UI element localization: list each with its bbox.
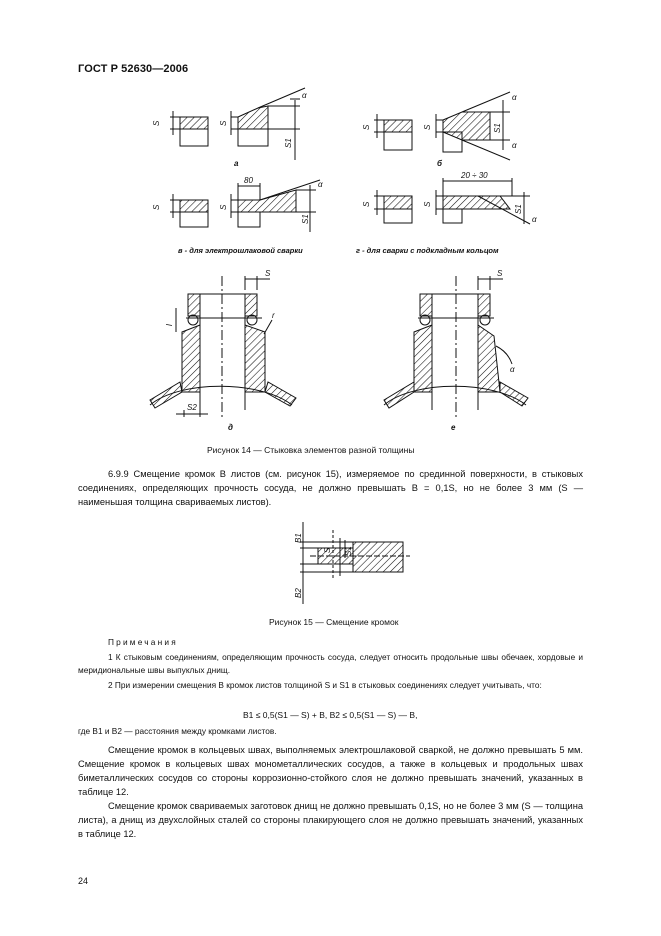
label-s-b: S bbox=[362, 124, 371, 130]
label-alpha-b1: α bbox=[512, 93, 517, 102]
section-6-9-9: 6.9.9 Смещение кромок B листов (см. рису… bbox=[78, 469, 583, 507]
label-s-a2: S bbox=[219, 120, 228, 126]
label-s-e: S bbox=[265, 269, 271, 278]
label-s-a: S bbox=[152, 120, 161, 126]
note-where: где B1 и B2 — расстояния между кромками … bbox=[78, 726, 277, 736]
note-2: 2 При измерении смещения B кромок листов… bbox=[108, 680, 542, 690]
label-r: r bbox=[272, 311, 275, 320]
note-formula: B1 ≤ 0,5(S1 — S) + B, B2 ≤ 0,5(S1 — S) —… bbox=[243, 710, 418, 720]
label-alpha-a: α bbox=[302, 91, 307, 100]
paragraph-2: Смещение кромок свариваемых заготовок дн… bbox=[78, 801, 583, 839]
technical-drawings: S S S1 α а S S S1 α α б bbox=[149, 87, 537, 604]
note-c: в - для электрошлаковой сварки bbox=[178, 246, 303, 255]
label-s1-15: S1 bbox=[344, 546, 353, 556]
label-b1: B1 bbox=[294, 533, 303, 543]
label-l: l bbox=[165, 324, 174, 326]
label-s1-d: S1 bbox=[514, 204, 523, 214]
document-header: ГОСТ Р 52630—2006 bbox=[78, 63, 189, 75]
label-s2-e: S2 bbox=[187, 403, 197, 412]
label-80: 80 bbox=[244, 176, 253, 185]
label-alpha-f: α bbox=[510, 365, 515, 374]
panel-label-b: б bbox=[437, 159, 443, 168]
figure14-panel-e bbox=[149, 276, 297, 420]
label-s1-c: S1 bbox=[301, 214, 310, 224]
note-d: г - для сварки с подкладным кольцом bbox=[356, 246, 499, 255]
label-b2: B2 bbox=[294, 588, 303, 598]
label-20-30: 20 ÷ 30 bbox=[460, 171, 488, 180]
figure14-panel-f bbox=[383, 276, 529, 420]
panel-label-e: д bbox=[228, 423, 233, 432]
label-alpha-c: α bbox=[318, 180, 323, 189]
figure14-caption: Рисунок 14 — Стыковка элементов разной т… bbox=[207, 445, 415, 455]
figure14-panel-a bbox=[170, 87, 306, 160]
paragraph-1: Смещение кромок в кольцевых швах, выполн… bbox=[78, 745, 583, 797]
figure15-drawing bbox=[300, 522, 410, 604]
label-alpha-b2: α bbox=[512, 141, 517, 150]
panel-label-a: а bbox=[234, 159, 239, 168]
label-s1-b: S1 bbox=[493, 123, 502, 133]
figure14-panel-b bbox=[374, 91, 511, 161]
label-s-c2: S bbox=[219, 204, 228, 210]
label-s-b2: S bbox=[423, 124, 432, 130]
label-alpha-d: α bbox=[532, 215, 537, 224]
label-s-f: S bbox=[497, 269, 503, 278]
page-number: 24 bbox=[78, 876, 89, 886]
notes-title: Примечания bbox=[108, 637, 178, 647]
note-1: 1 К стыковым соединениям, определяющим п… bbox=[78, 652, 583, 675]
label-s-c: S bbox=[152, 204, 161, 210]
figure14-panel-c bbox=[170, 179, 321, 232]
figure14-panel-d bbox=[374, 178, 531, 225]
figure15-caption: Рисунок 15 — Смещение кромок bbox=[269, 617, 399, 627]
panel-label-f: е bbox=[451, 423, 456, 432]
label-s-d2: S bbox=[423, 201, 432, 207]
label-s1-a: S1 bbox=[284, 138, 293, 148]
label-s-15: S bbox=[323, 547, 332, 553]
label-s-d: S bbox=[362, 201, 371, 207]
